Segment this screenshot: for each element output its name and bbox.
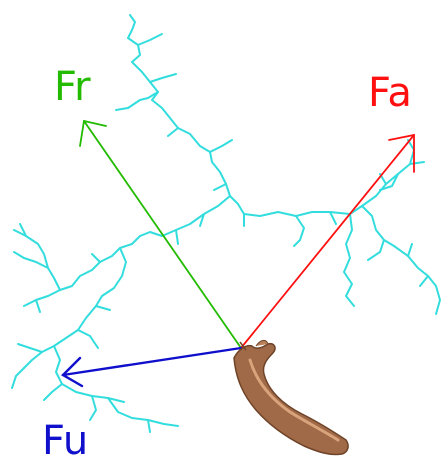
fu-arrow-shaft <box>61 346 243 377</box>
fr-label: Fr <box>54 64 91 110</box>
force-vectors <box>61 119 415 388</box>
fr-arrow-head <box>79 119 107 147</box>
lightning-branches <box>11 14 441 433</box>
fr-arrow-shaft <box>83 120 242 349</box>
fa-vector <box>240 133 415 349</box>
arm-hand-icon <box>233 339 349 456</box>
fr-vector <box>79 119 242 349</box>
fa-arrow-shaft <box>240 134 415 349</box>
fa-label: Fa <box>368 70 412 116</box>
fa-arrow-head <box>388 133 415 173</box>
fu-arrow-head <box>61 356 84 388</box>
fu-vector <box>61 346 243 388</box>
fu-label: Fu <box>42 418 88 463</box>
